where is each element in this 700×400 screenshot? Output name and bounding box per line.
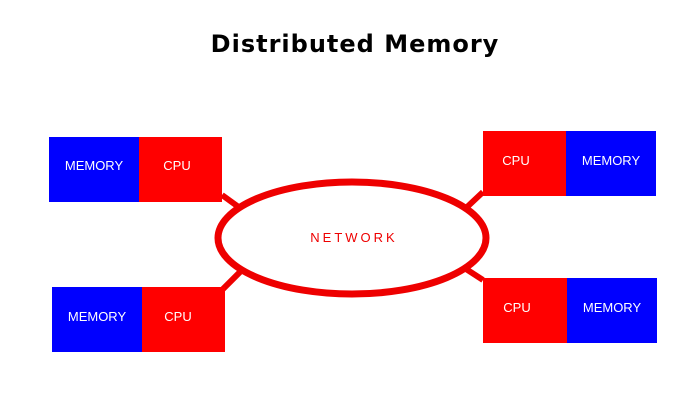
node-top-right: CPU MEMORY [483,131,656,196]
network-ellipse [214,178,490,298]
network-label: NETWORK [310,230,397,245]
cpu-block [483,278,567,343]
cpu-label: CPU [502,153,529,168]
node-top-left: MEMORY CPU [49,137,222,202]
connector-top-right [463,189,486,211]
node-bottom-right: CPU MEMORY [483,278,657,343]
cpu-block [139,137,222,202]
memory-block [567,278,657,343]
memory-label: MEMORY [65,158,124,173]
cpu-label: CPU [164,309,191,324]
cpu-label: CPU [503,300,530,315]
cpu-block [142,287,225,352]
cpu-label: CPU [163,158,190,173]
memory-block [49,137,139,202]
diagram-title: Distributed Memory [211,30,500,58]
memory-label: MEMORY [582,153,641,168]
memory-label: MEMORY [583,300,642,315]
node-bottom-left: MEMORY CPU [52,287,225,352]
cpu-block [483,131,566,196]
memory-block [566,131,656,196]
memory-block [52,287,142,352]
connector-bottom-right [464,266,485,283]
memory-label: MEMORY [68,309,127,324]
